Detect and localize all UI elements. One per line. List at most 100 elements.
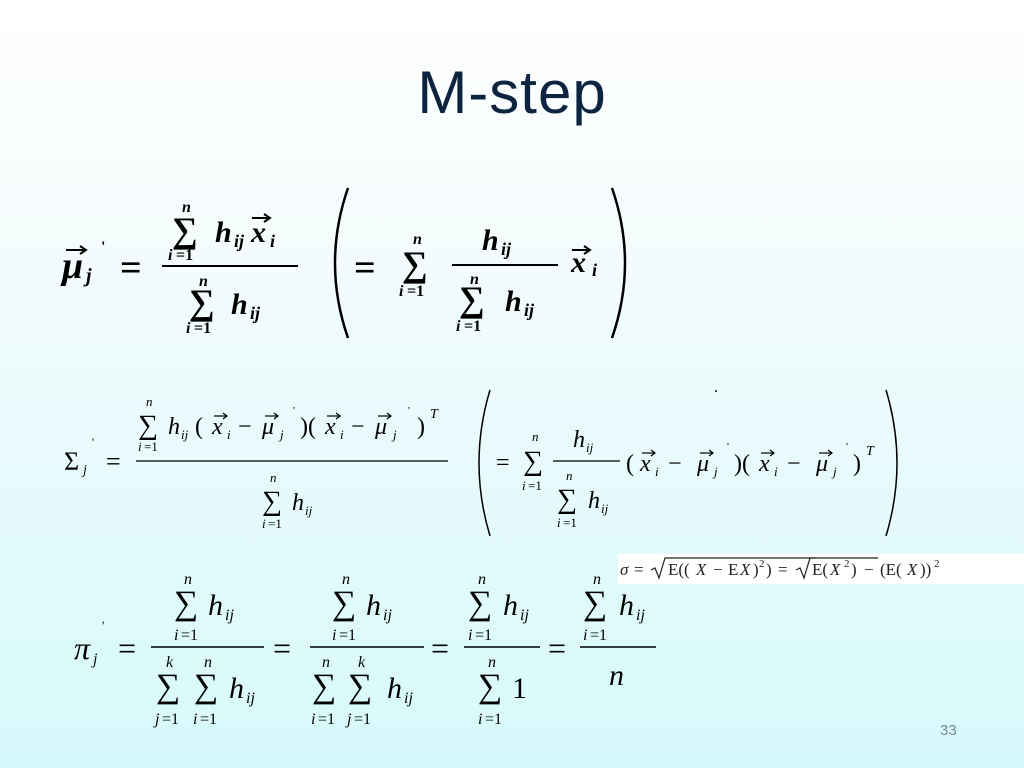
svg-text:n: n	[609, 659, 624, 692]
svg-text:∑: ∑	[459, 279, 485, 319]
svg-text:h: h	[619, 589, 634, 622]
svg-text:=1: =1	[200, 711, 217, 728]
svg-text:=1: =1	[354, 711, 371, 728]
svg-text:x: x	[250, 216, 266, 249]
svg-text:μ: μ	[815, 451, 828, 477]
svg-text:i: i	[522, 478, 526, 493]
svg-text:=1: =1	[590, 627, 607, 644]
svg-text:h: h	[588, 488, 600, 514]
svg-text:ij: ij	[404, 690, 413, 707]
svg-text:(: (	[195, 414, 203, 440]
svg-text:i: i	[774, 464, 778, 479]
svg-text:): )	[853, 451, 861, 477]
svg-text:i: i	[340, 427, 344, 442]
svg-text:': '	[408, 405, 410, 417]
svg-text:k: k	[166, 654, 174, 671]
svg-text:T: T	[866, 444, 875, 459]
svg-text:∑: ∑	[312, 668, 336, 705]
svg-text:): )	[753, 560, 759, 579]
stray-dot: .	[714, 379, 718, 396]
svg-text:j: j	[153, 711, 160, 728]
svg-text:(E(: (E(	[880, 560, 902, 579]
svg-text:−: −	[864, 560, 874, 579]
svg-text:': '	[846, 441, 848, 453]
mean-update-formula: μ j ' = n ∑ i =1 h ij x i n ∑ i =1 h ij	[60, 187, 627, 339]
svg-text:i: i	[456, 318, 461, 335]
svg-text:Σ: Σ	[64, 447, 79, 476]
svg-text:−: −	[668, 451, 682, 477]
svg-text:n: n	[532, 429, 539, 444]
svg-text:=1: =1	[144, 439, 158, 454]
svg-text:∑: ∑	[557, 484, 577, 515]
svg-text:−: −	[351, 414, 365, 440]
svg-text:ij: ij	[305, 503, 313, 518]
svg-text:E((: E((	[668, 560, 690, 579]
svg-text:μ: μ	[60, 245, 83, 287]
svg-text:ij: ij	[501, 239, 512, 259]
svg-text:h: h	[231, 288, 248, 321]
svg-text:2: 2	[759, 558, 765, 570]
svg-text:μ: μ	[374, 414, 387, 440]
svg-text:j: j	[391, 427, 397, 442]
svg-text:σ: σ	[620, 560, 629, 579]
svg-text:h: h	[573, 427, 585, 453]
svg-text:=1: =1	[176, 247, 193, 264]
svg-text:i: i	[227, 427, 231, 442]
svg-text:i: i	[332, 627, 336, 644]
svg-text:i: i	[168, 247, 173, 264]
svg-text:=1: =1	[162, 711, 179, 728]
svg-text:=1: =1	[181, 627, 198, 644]
svg-text:n: n	[478, 571, 486, 588]
svg-text:∑: ∑	[478, 668, 502, 705]
svg-text:i: i	[311, 711, 315, 728]
svg-text:i: i	[174, 627, 178, 644]
svg-text:=: =	[634, 560, 644, 579]
svg-text:i: i	[193, 711, 197, 728]
svg-text:E(: E(	[812, 560, 828, 579]
svg-text:j: j	[81, 463, 87, 478]
svg-text:=: =	[273, 630, 291, 666]
svg-text:∑: ∑	[174, 585, 198, 622]
svg-text:n: n	[593, 571, 601, 588]
svg-text:E: E	[728, 560, 738, 579]
svg-text:j: j	[345, 711, 352, 728]
svg-text:(: (	[626, 451, 634, 477]
svg-text:n: n	[146, 394, 153, 409]
svg-text:∑: ∑	[402, 244, 428, 284]
svg-text:=1: =1	[318, 711, 335, 728]
svg-text:ij: ij	[636, 607, 645, 624]
svg-text:=1: =1	[339, 627, 356, 644]
svg-text:j: j	[278, 427, 284, 442]
svg-text:μ: μ	[261, 414, 274, 440]
svg-text:i: i	[138, 439, 142, 454]
svg-text:X: X	[695, 560, 707, 579]
svg-text:h: h	[292, 490, 304, 516]
svg-text:): )	[417, 414, 425, 440]
svg-text:ij: ij	[234, 231, 245, 251]
svg-text:h: h	[387, 672, 402, 705]
svg-text:n: n	[270, 470, 277, 485]
svg-text:h: h	[229, 672, 244, 705]
svg-text:=1: =1	[268, 516, 282, 531]
svg-text:i: i	[655, 464, 659, 479]
svg-text:)(: )(	[734, 451, 750, 477]
std-dev-formula-snippet: σ = E(( X − E X ) 2 ) = E( X 2 ) − (E( X	[618, 554, 1024, 584]
svg-text:n: n	[566, 468, 573, 483]
svg-text:i: i	[478, 711, 482, 728]
svg-text:X: X	[829, 560, 841, 579]
svg-text:n: n	[488, 654, 496, 671]
svg-text:i: i	[557, 515, 561, 530]
svg-text:i: i	[262, 516, 266, 531]
svg-text:∑: ∑	[348, 668, 372, 705]
svg-text:i: i	[186, 320, 191, 337]
svg-text:ij: ij	[250, 303, 261, 323]
svg-text:': '	[92, 435, 94, 449]
svg-text:n: n	[199, 273, 208, 290]
svg-text:X: X	[739, 560, 751, 579]
svg-text:∑: ∑	[523, 446, 543, 477]
svg-text:): )	[766, 560, 772, 579]
svg-text:i: i	[468, 627, 472, 644]
svg-text:n: n	[182, 199, 191, 216]
svg-text:n: n	[322, 654, 330, 671]
